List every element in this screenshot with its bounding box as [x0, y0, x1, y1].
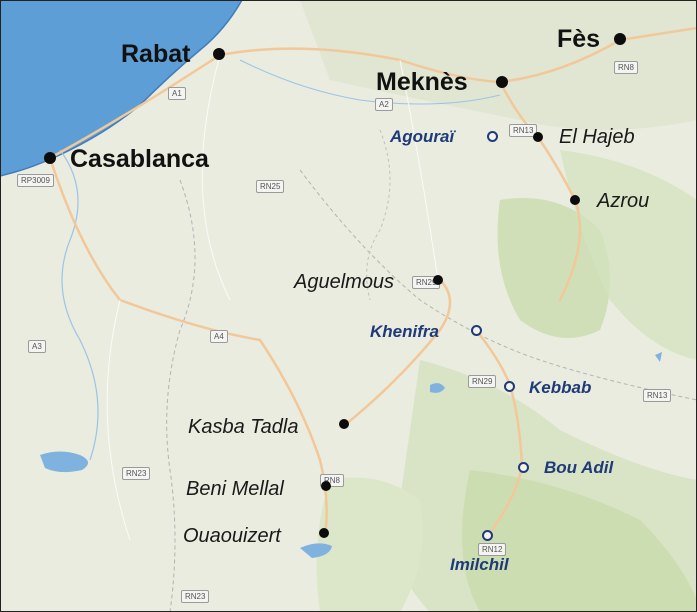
city-marker-aguelmous[interactable]	[433, 275, 443, 285]
city-label-rabat: Rabat	[121, 40, 191, 68]
place-marker-khenifra[interactable]	[471, 325, 482, 336]
road-shield: RN8	[614, 61, 639, 74]
city-marker-beni-mellal[interactable]	[321, 481, 331, 491]
city-marker-fes[interactable]	[614, 33, 626, 45]
city-label-fes: Fès	[557, 25, 601, 53]
road-shield: RN13	[643, 389, 672, 402]
city-label-beni-mellal: Beni Mellal	[186, 478, 284, 500]
road-shield: RP3009	[17, 174, 54, 187]
road-shield: A3	[28, 340, 46, 353]
place-label-imilchil: Imilchil	[450, 555, 509, 574]
city-label-casablanca: Casablanca	[70, 145, 209, 173]
city-label-ouaouizert: Ouaouizert	[183, 525, 281, 547]
place-marker-bou-adil[interactable]	[518, 462, 529, 473]
city-marker-casablanca[interactable]	[44, 152, 56, 164]
city-label-azrou: Azrou	[597, 190, 650, 212]
road-shield: A4	[210, 330, 228, 343]
city-marker-meknes[interactable]	[496, 76, 508, 88]
place-marker-agourai[interactable]	[487, 131, 498, 142]
place-label-bou-adil: Bou Adil	[544, 458, 614, 477]
city-marker-kasba-tadla[interactable]	[339, 419, 349, 429]
city-label-meknes: Meknès	[376, 68, 468, 96]
road-shield: RN29	[468, 375, 497, 388]
city-label-el-hajeb: El Hajeb	[559, 126, 635, 148]
place-marker-kebbab[interactable]	[504, 381, 515, 392]
place-label-khenifra: Khenifra	[370, 322, 439, 341]
place-marker-imilchil[interactable]	[482, 530, 493, 541]
city-label-kasba-tadla: Kasba Tadla	[188, 416, 299, 438]
city-marker-azrou[interactable]	[570, 195, 580, 205]
road-shield: A1	[168, 87, 186, 100]
road-shield: RN13	[509, 124, 538, 137]
road-shield: RN25	[256, 180, 285, 193]
place-label-kebbab: Kebbab	[529, 378, 592, 397]
city-marker-el-hajeb[interactable]	[533, 132, 543, 142]
city-label-aguelmous: Aguelmous	[294, 271, 395, 293]
road-shield: RN23	[122, 467, 151, 480]
place-label-agourai: Agouraï	[390, 127, 455, 146]
city-marker-ouaouizert[interactable]	[319, 528, 329, 538]
city-marker-rabat[interactable]	[213, 48, 225, 60]
road-shield: RN23	[181, 590, 210, 603]
road-shield: A2	[375, 98, 393, 111]
road-shield: RN12	[478, 543, 507, 556]
